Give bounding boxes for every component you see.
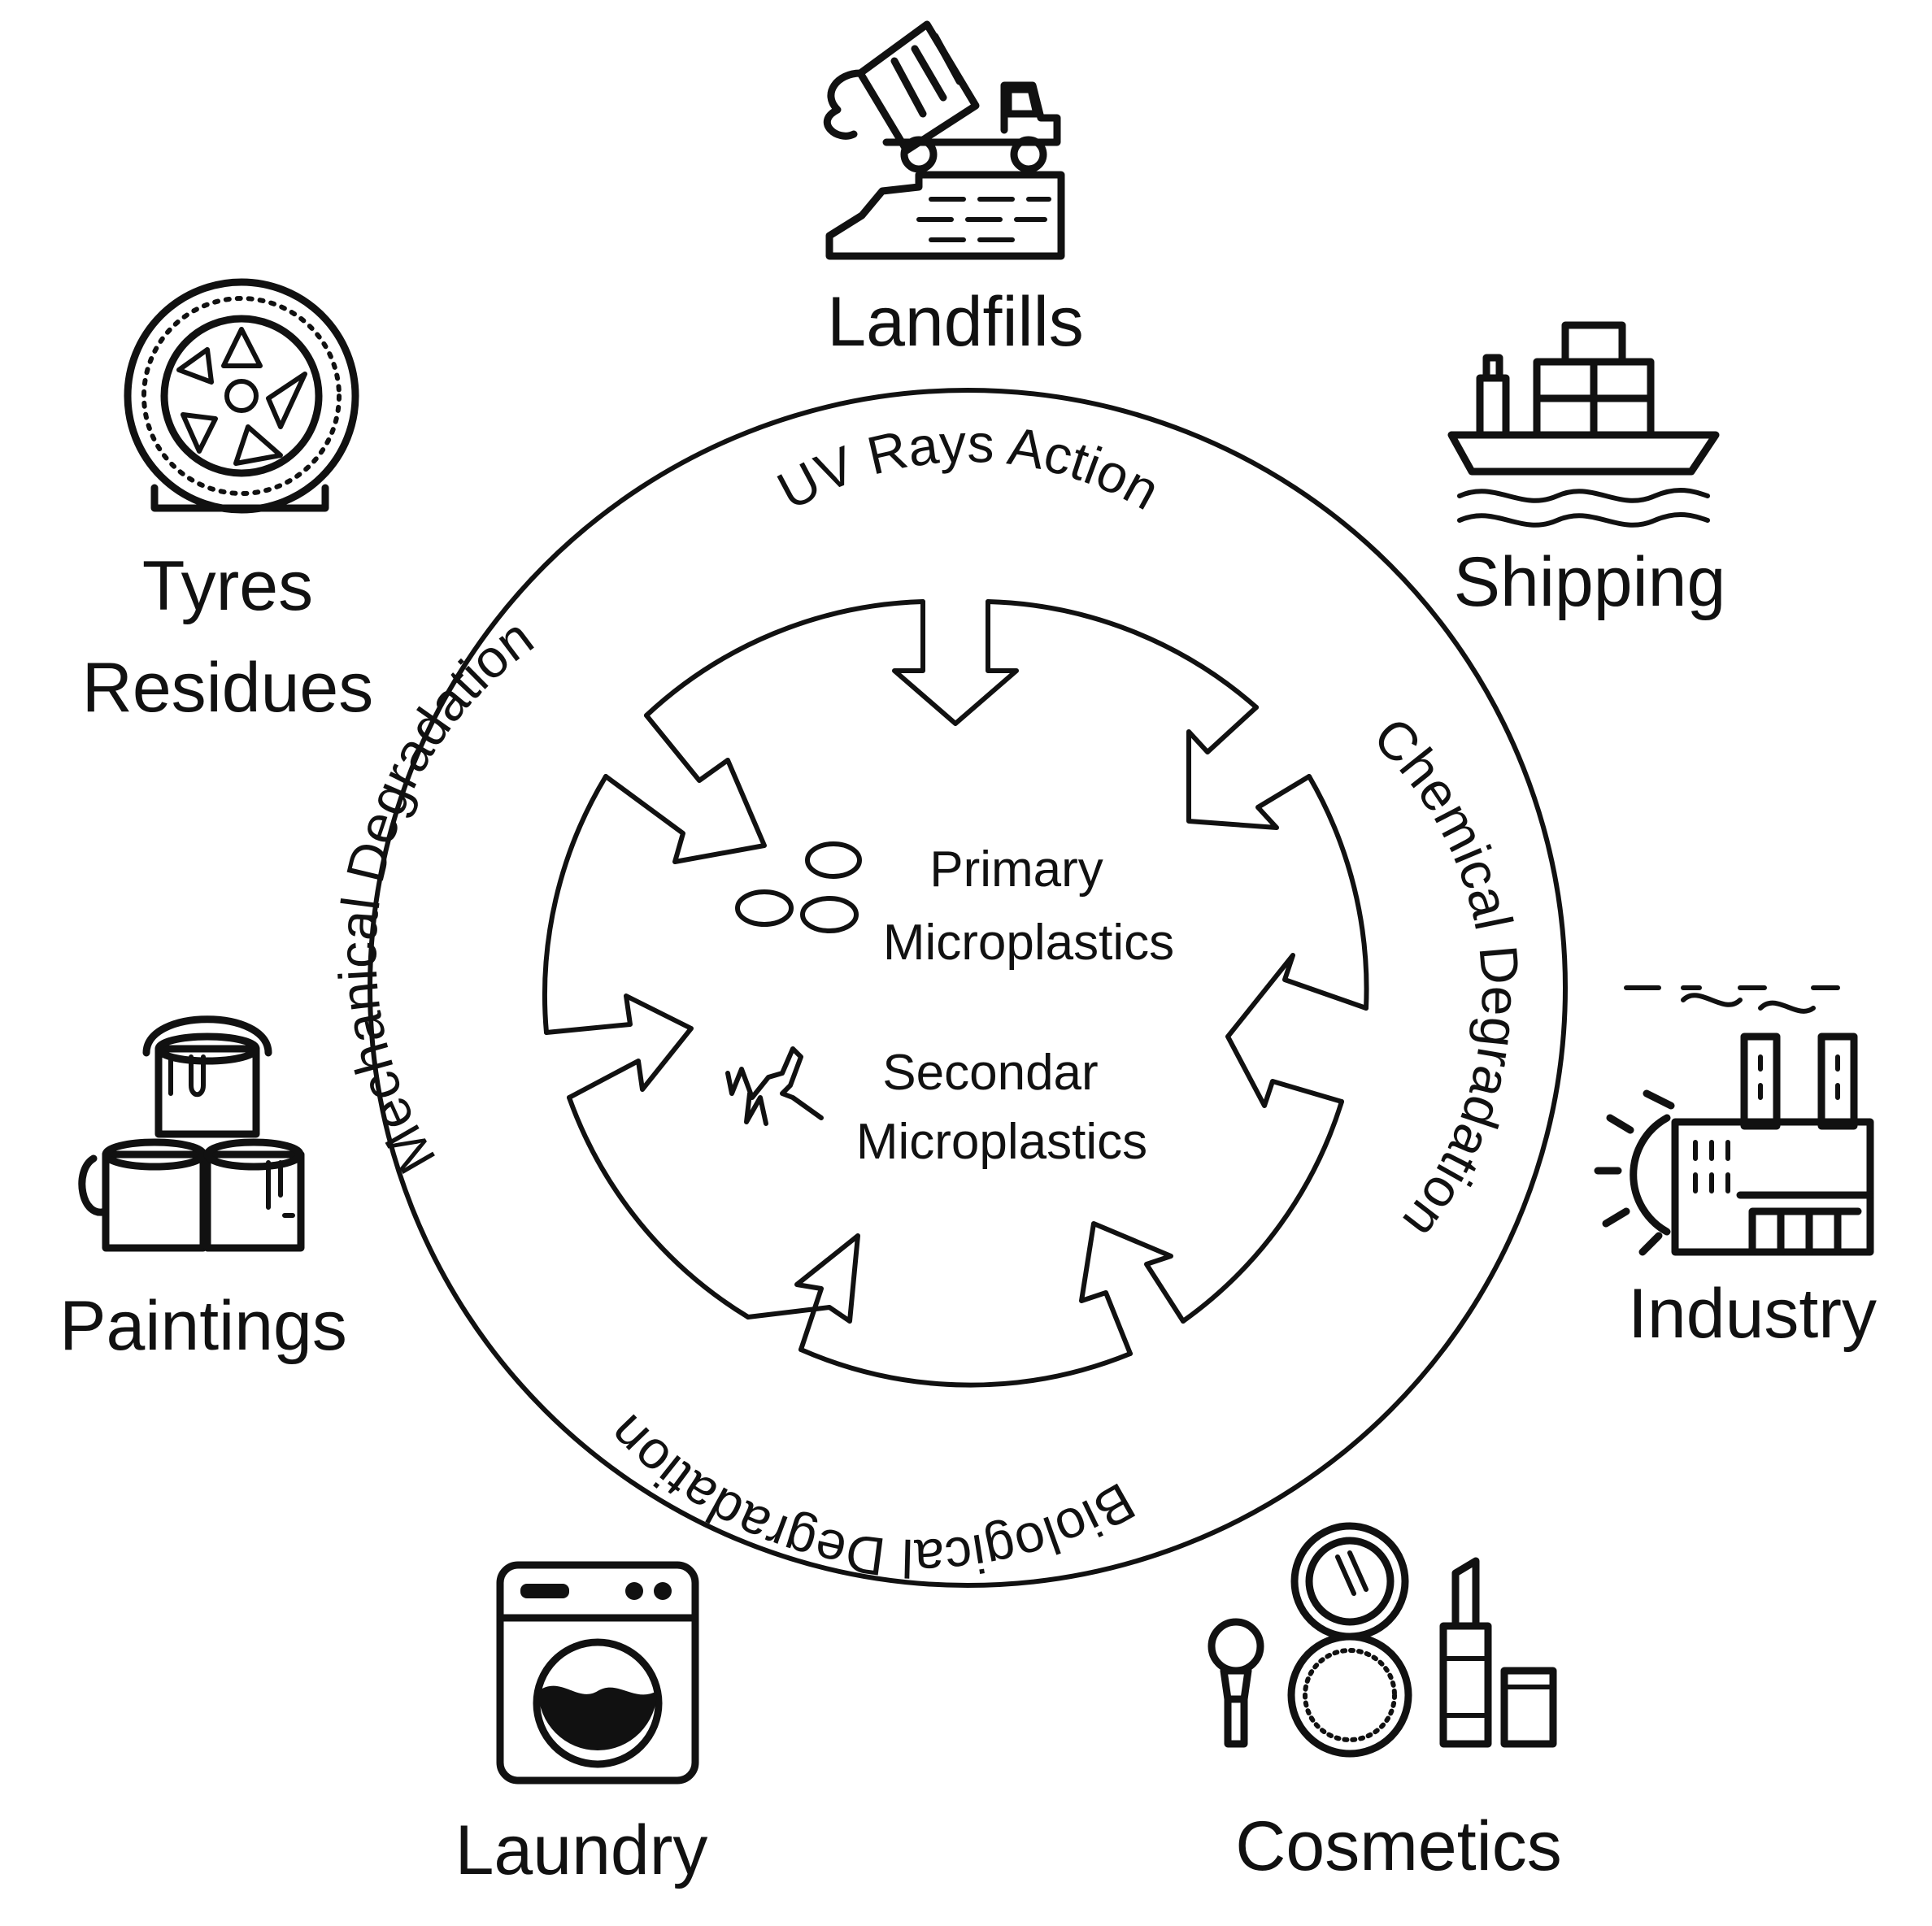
label-landfills: Landfills	[827, 283, 1084, 361]
label-chemical-degradation: Chemical Degradation	[1362, 706, 1531, 1250]
arrow-mechanical-top	[603, 713, 767, 864]
label-shipping: Shipping	[1454, 543, 1726, 621]
inner-ring	[542, 599, 1369, 1388]
paint-buckets-icon	[78, 1015, 305, 1252]
label-industry: Industry	[1628, 1275, 1877, 1353]
arrow-mechanical-bottom	[544, 993, 694, 1100]
tyre-icon	[124, 278, 359, 514]
arrow-biological-left	[746, 1233, 860, 1352]
arrow-chemical-top	[1186, 705, 1312, 830]
label-cosmetics: Cosmetics	[1235, 1807, 1561, 1885]
arrow-uv	[892, 599, 1019, 726]
secondary-label-line2: Microplastics	[856, 1114, 1147, 1170]
label-uv-rays-action: UV Rays Action	[768, 413, 1169, 521]
primary-label-line1: Primary	[929, 841, 1103, 898]
arrow-chemical-bottom	[1225, 953, 1368, 1108]
primary-microplastics-icon	[735, 841, 862, 933]
outer-ring	[368, 388, 1568, 1588]
cosmetics-icon	[1208, 1522, 1557, 1758]
label-paintings: Paintings	[59, 1287, 347, 1365]
label-tyres: Tyres	[142, 547, 313, 625]
landfill-truck-icon	[823, 20, 1065, 260]
secondary-microplastics-icon	[725, 1046, 824, 1126]
factory-icon	[1594, 985, 1874, 1256]
label-laundry: Laundry	[455, 1811, 708, 1889]
ship-icon	[1447, 321, 1720, 528]
primary-label-line2: Microplastics	[883, 915, 1174, 971]
label-biological-degradation: Biological Degradation	[596, 1404, 1145, 1589]
arrow-biological-right	[1079, 1221, 1186, 1356]
label-residues: Residues	[82, 649, 374, 727]
washing-machine-icon	[496, 1561, 699, 1785]
secondary-label-line1: Secondar	[882, 1045, 1098, 1101]
